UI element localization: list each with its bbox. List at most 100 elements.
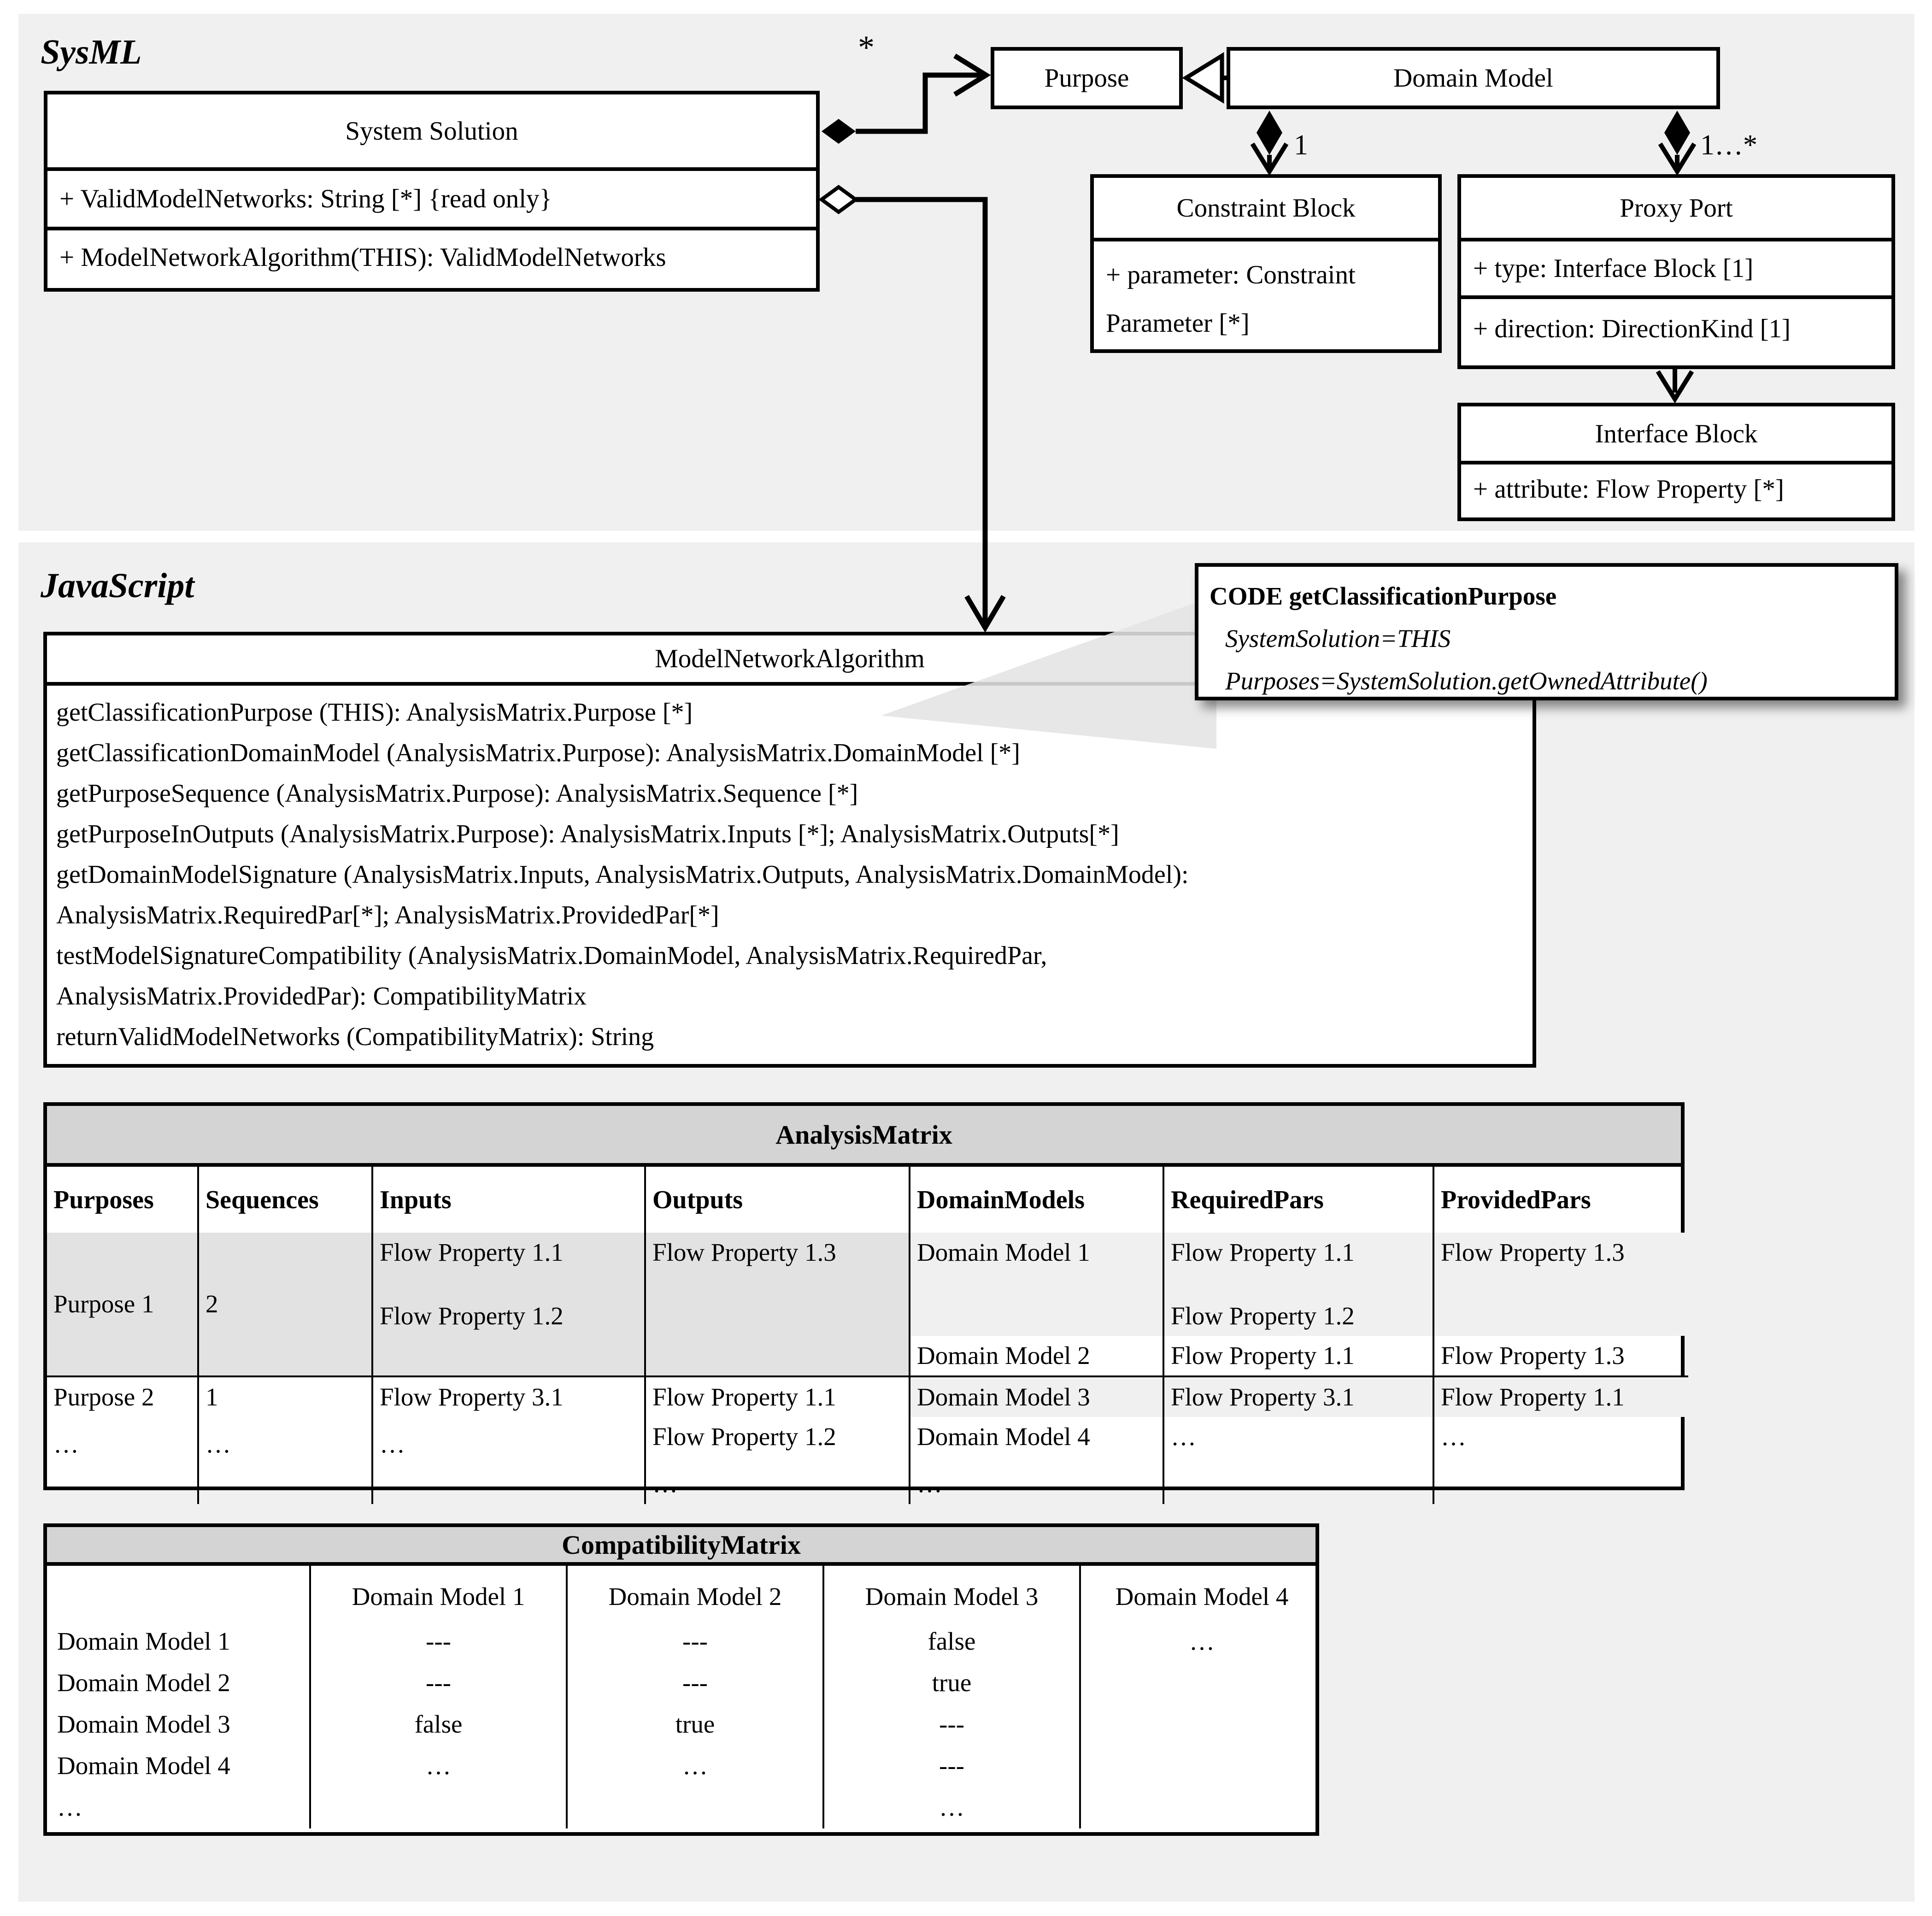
cell-purpose1-sequence: 2 — [198, 1233, 373, 1376]
row-header-dm1: Domain Model 1 — [47, 1627, 311, 1668]
cell-dm3-dm4 — [1080, 1710, 1323, 1751]
cell-dm3-dm1: false — [310, 1710, 568, 1751]
cell-dm4-dm4 — [1080, 1751, 1323, 1793]
method-line: getPurposeInOutputs (AnalysisMatrix.Purp… — [56, 820, 1119, 848]
cell-domain-model-2: Domain Model 2 — [910, 1336, 1164, 1376]
method-line: returnValidModelNetworks (CompatibilityM… — [56, 1023, 654, 1051]
compatibility-header-row: Domain Model 1 Domain Model 2 Domain Mod… — [47, 1566, 1323, 1627]
cell-dm4-dm1: … — [310, 1751, 568, 1793]
cell-purpose1-outputs: Flow Property 1.3 — [645, 1233, 910, 1376]
class-purpose: Purpose — [991, 47, 1183, 109]
cell-purpose2: Purpose 2 … — [47, 1375, 199, 1504]
constraint-block-attribute: + parameter: Constraint Parameter [*] — [1094, 238, 1438, 349]
algorithm-title: ModelNetworkAlgorithm — [655, 644, 925, 673]
proxy-port-attribute-type: + type: Interface Block [1] — [1461, 238, 1891, 295]
class-domain-model: Domain Model — [1227, 47, 1720, 109]
cell-dm2-dm2: --- — [567, 1668, 824, 1710]
code-note: CODE getClassificationPurpose SystemSolu… — [1195, 563, 1898, 700]
class-proxy-port: Proxy Port + type: Interface Block [1] +… — [1457, 174, 1895, 369]
compatibility-matrix: CompatibilityMatrix Domain Model 1 Domai… — [43, 1523, 1319, 1836]
col-header-outputs: Outputs — [645, 1167, 910, 1233]
code-note-line: Purposes=SystemSolution.getOwnedAttribut… — [1225, 667, 1708, 695]
cell-dm4-required: … — [1163, 1417, 1434, 1504]
constraint-block-title: Constraint Block — [1176, 193, 1356, 223]
javascript-section-label: JavaScript — [41, 566, 194, 605]
col-header-providedpars: ProvidedPars — [1441, 1185, 1591, 1214]
cell-dm1-dm4: … — [1189, 1627, 1215, 1655]
system-solution-attribute: + ValidModelNetworks: String [*] {read o… — [47, 167, 816, 227]
table-row: Domain Model 3 false true --- — [47, 1710, 1323, 1751]
analysis-matrix-table: Purposes Sequences Inputs Outputs Domain… — [47, 1167, 1688, 1504]
col-header-inputs: Inputs — [372, 1167, 646, 1233]
analysis-matrix-title: AnalysisMatrix — [47, 1106, 1681, 1167]
col-header-dm2: Domain Model 2 — [567, 1566, 824, 1627]
cell-dm3-provided: Flow Property 1.1 — [1433, 1375, 1688, 1417]
cell-el-dm3: … — [823, 1793, 1081, 1828]
table-row: Purpose 1 2 Flow Property 1.1 Flow Prope… — [47, 1233, 1688, 1376]
cell-dm2-dm1: --- — [310, 1668, 568, 1710]
table-row: … … — [47, 1793, 1323, 1828]
class-interface-block: Interface Block + attribute: Flow Proper… — [1457, 403, 1895, 521]
cell-dm2-provided: Flow Property 1.3 — [1441, 1341, 1625, 1369]
cell-purpose2-inputs: Flow Property 3.1 … — [372, 1375, 646, 1504]
method-line: getClassificationPurpose (THIS): Analysi… — [56, 698, 693, 727]
constraint-block-attribute-line2: Parameter [*] — [1106, 309, 1250, 338]
algorithm-methods: getClassificationPurpose (THIS): Analysi… — [47, 682, 1533, 1057]
table-row: Domain Model 2 Flow Property 1.1 Flow Pr… — [47, 1336, 1688, 1376]
compatibility-matrix-table: Domain Model 1 Domain Model 2 Domain Mod… — [47, 1566, 1323, 1828]
cell-dm1-dm1: --- — [310, 1627, 568, 1668]
col-header-dm4: Domain Model 4 — [1115, 1582, 1289, 1610]
cell-purpose2-outputs: Flow Property 1.1 Flow Property 1.2 … — [645, 1375, 910, 1504]
compatibility-matrix-title: CompatibilityMatrix — [47, 1527, 1315, 1566]
cell-dm4-dm2: … — [567, 1751, 824, 1793]
cell-dm1-dm3: false — [823, 1627, 1081, 1668]
cell-dm3-required: Flow Property 3.1 — [1163, 1375, 1434, 1417]
cell-purpose1-inputs: Flow Property 1.1 Flow Property 1.2 — [372, 1233, 646, 1376]
analysis-matrix-header-row: Purposes Sequences Inputs Outputs Domain… — [47, 1167, 1688, 1233]
col-header-sequences: Sequences — [198, 1167, 373, 1233]
system-solution-operation: + ModelNetworkAlgorithm(THIS): ValidMode… — [47, 227, 816, 284]
row-header-dm2: Domain Model 2 — [47, 1668, 311, 1710]
cell-el-dm2 — [567, 1793, 824, 1828]
col-header-dm1: Domain Model 1 — [310, 1566, 568, 1627]
col-header-dm3: Domain Model 3 — [823, 1566, 1081, 1627]
row-header-ellipsis: … — [47, 1793, 311, 1828]
cell-domain-model-4: Domain Model 4 … — [910, 1417, 1164, 1504]
class-model-network-algorithm: ModelNetworkAlgorithm getClassificationP… — [43, 632, 1536, 1068]
cell-dm2-required: Flow Property 1.1 — [1163, 1336, 1434, 1376]
class-system-solution: System Solution + ValidModelNetworks: St… — [44, 91, 820, 292]
system-solution-title: System Solution — [345, 116, 518, 146]
col-header-purposes: Purposes — [47, 1167, 199, 1233]
proxy-port-attribute-direction: + direction: DirectionKind [1] — [1461, 295, 1891, 358]
col-header-domainmodels: DomainModels — [910, 1167, 1164, 1233]
interface-block-attribute: + attribute: Flow Property [*] — [1461, 461, 1891, 514]
table-row: Domain Model 2 --- --- true — [47, 1668, 1323, 1710]
cell-dm3-dm3: --- — [823, 1710, 1081, 1751]
interface-block-title: Interface Block — [1595, 419, 1758, 448]
method-line: getDomainModelSignature (AnalysisMatrix.… — [56, 860, 1189, 889]
code-note-line: SystemSolution=THIS — [1225, 624, 1451, 652]
class-constraint-block: Constraint Block + parameter: Constraint… — [1090, 174, 1442, 353]
row-header-dm3: Domain Model 3 — [47, 1710, 311, 1751]
method-line: getPurposeSequence (AnalysisMatrix.Purpo… — [56, 779, 858, 808]
cell-corner — [47, 1566, 311, 1627]
row-header-dm4: Domain Model 4 — [47, 1751, 311, 1793]
cell-dm1-required: Flow Property 1.1 Flow Property 1.2 — [1163, 1233, 1434, 1336]
cell-dm4-dm3: --- — [823, 1751, 1081, 1793]
purpose-title: Purpose — [1044, 64, 1129, 93]
constraint-block-attribute-line1: + parameter: Constraint — [1106, 260, 1356, 289]
cell-dm2-dm3: true — [823, 1668, 1081, 1710]
cell-dm4-provided: … — [1441, 1422, 1466, 1451]
analysis-matrix: AnalysisMatrix Purposes Sequences Inputs… — [43, 1102, 1688, 1504]
table-row: Domain Model 4 … … --- — [47, 1751, 1323, 1793]
cell-domain-model-3: Domain Model 3 — [910, 1375, 1164, 1417]
table-row: Domain Model 1 --- --- false … — [47, 1627, 1323, 1668]
cell-el-dm1 — [310, 1793, 568, 1828]
multiplicity-proxyport: 1…* — [1700, 129, 1757, 161]
domain-model-title: Domain Model — [1393, 64, 1553, 93]
cell-purpose2-sequence: 1 … — [198, 1375, 373, 1504]
method-line: AnalysisMatrix.ProvidedPar): Compatibili… — [56, 982, 587, 1011]
table-row: Purpose 2 … 1 … Flow Property 3.1 … Flow… — [47, 1375, 1688, 1504]
sysml-section-label: SysML — [41, 33, 142, 71]
